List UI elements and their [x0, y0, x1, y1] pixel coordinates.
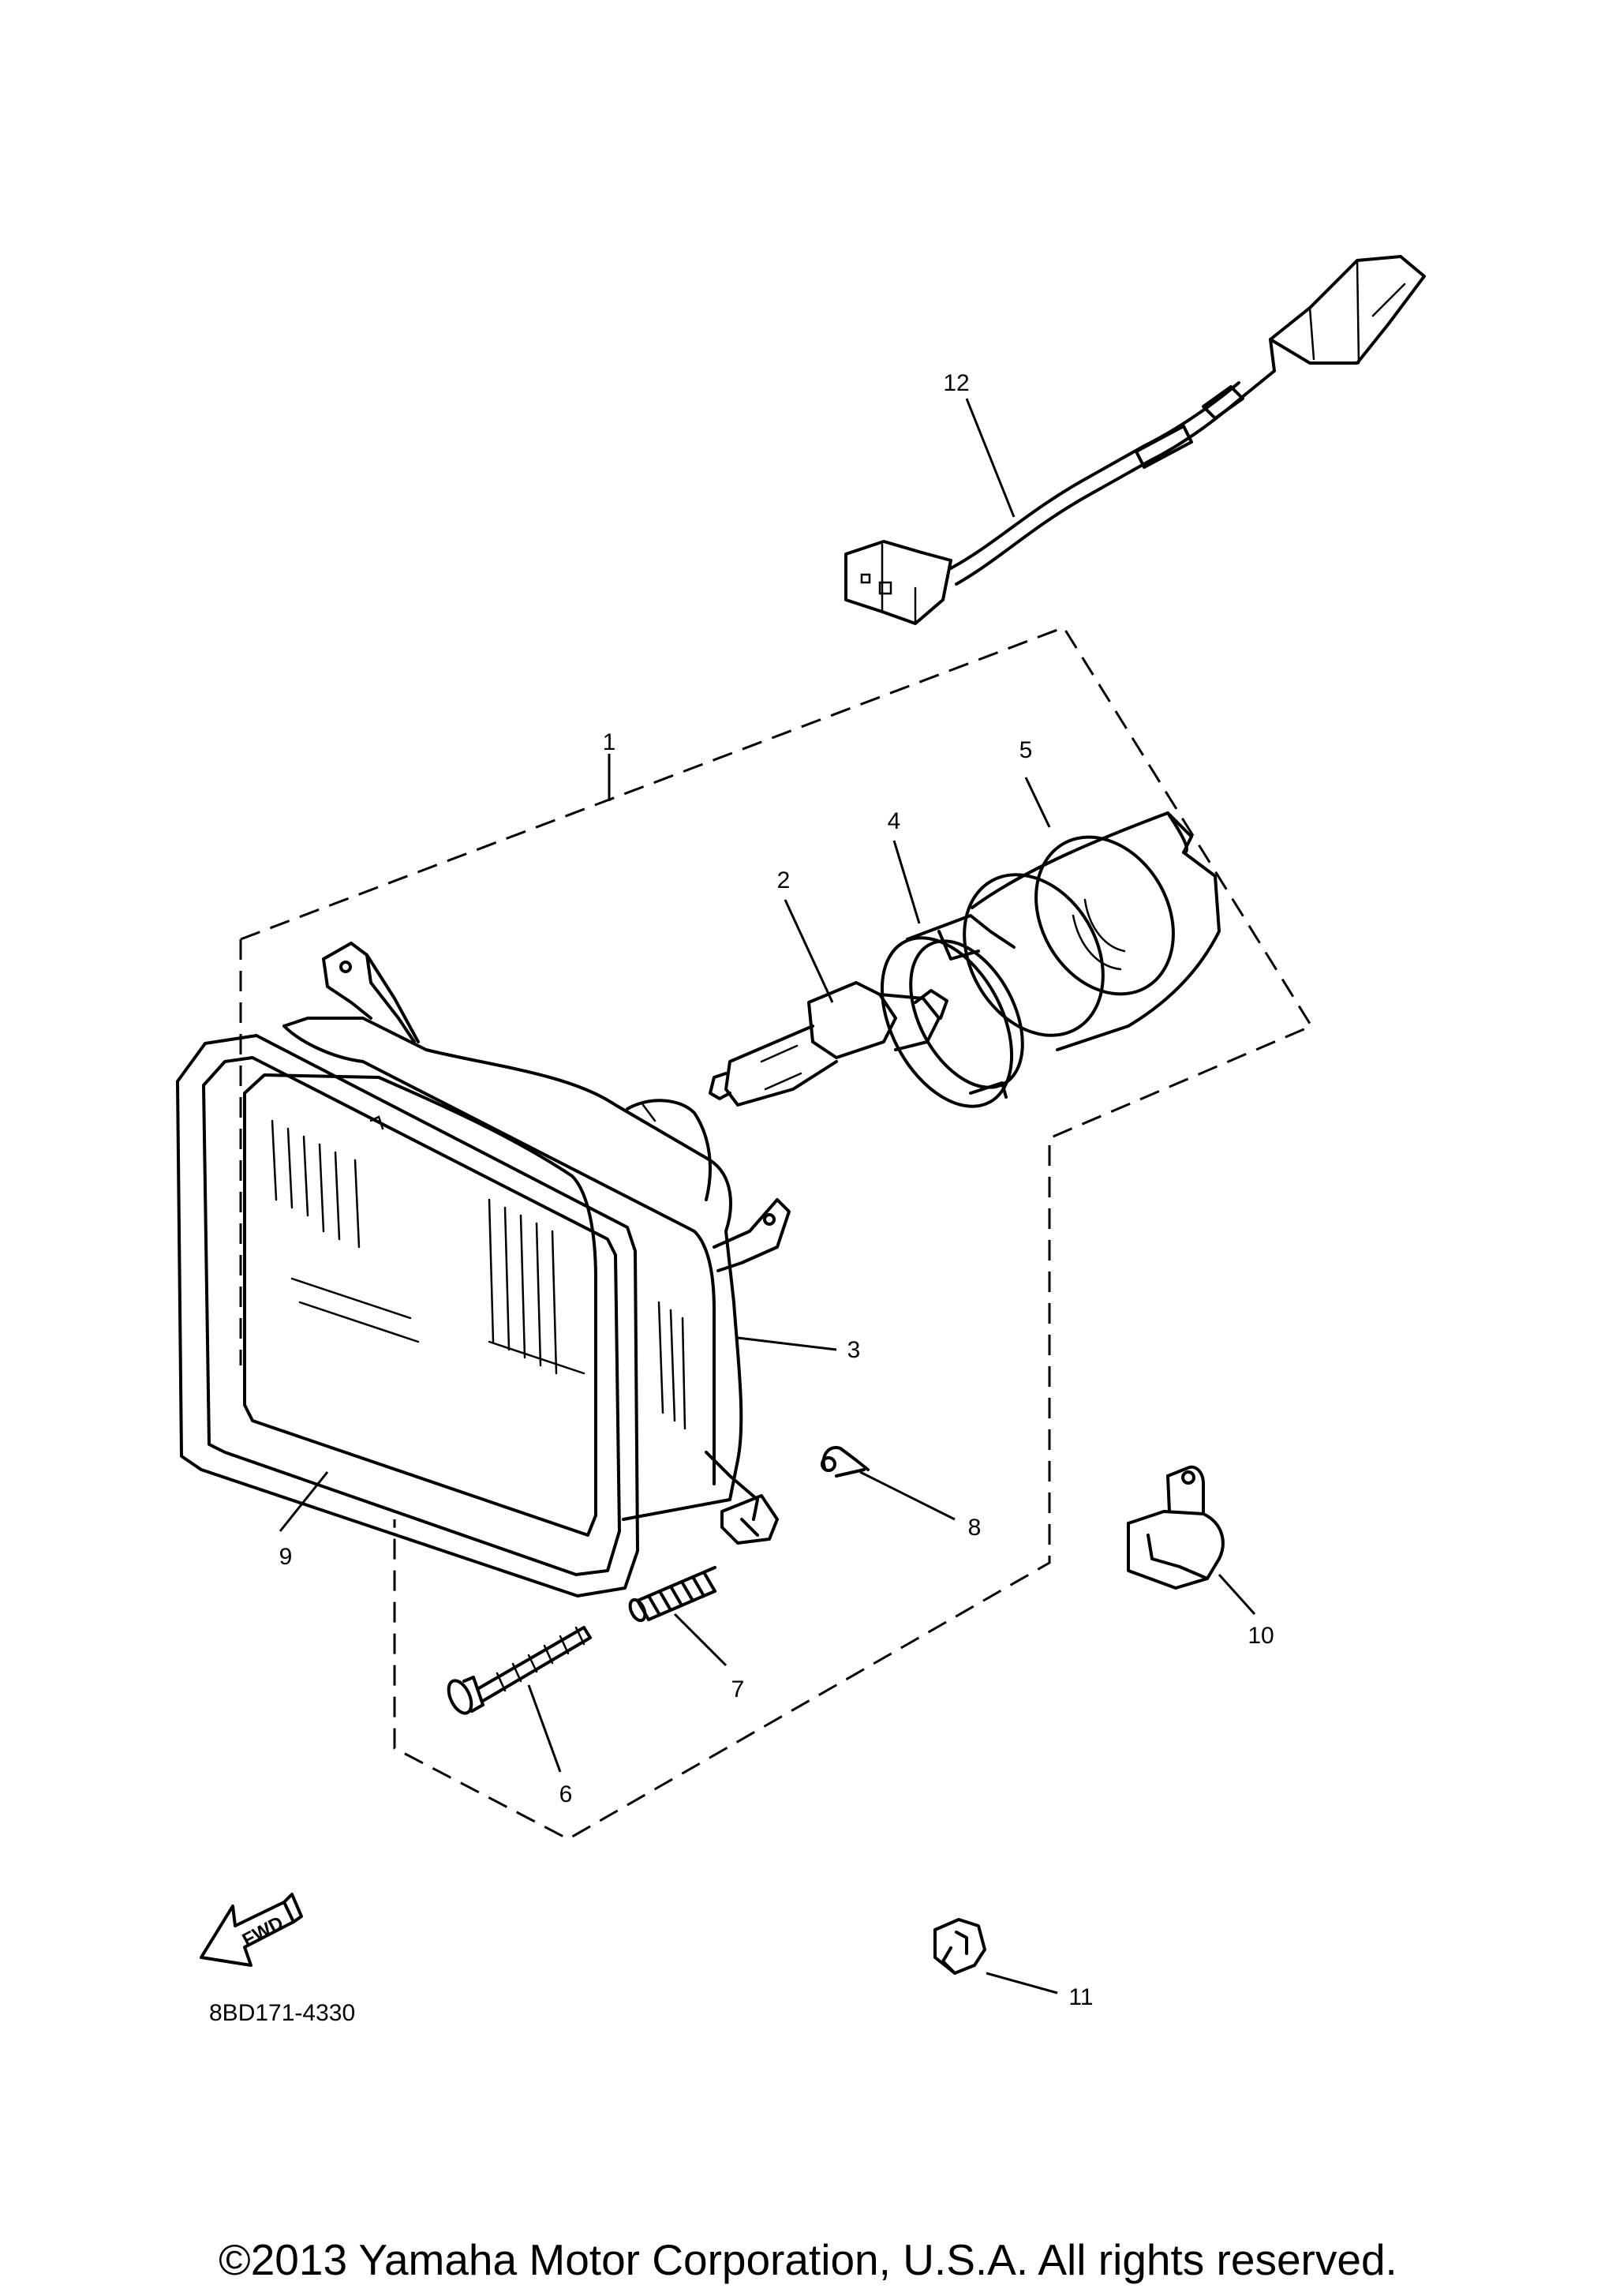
callout-2: 2 — [777, 867, 791, 893]
callout-3: 3 — [847, 1337, 861, 1363]
copyright-notice: ©2013 Yamaha Motor Corporation, U.S.A. A… — [219, 2235, 1397, 2284]
clip-part-11 — [933, 1918, 986, 1975]
screw-part-6 — [447, 1626, 592, 1715]
socket-cover-part-5 — [963, 811, 1221, 1051]
callout-6: 6 — [559, 1781, 573, 1807]
callout-1: 1 — [603, 729, 616, 755]
bulb-holder-part-4 — [880, 914, 1024, 1108]
fwd-arrow: FWD — [200, 1893, 303, 1967]
callout-9: 9 — [279, 1544, 293, 1570]
leader-lines — [279, 398, 1256, 1994]
assembly-boundary — [239, 626, 1314, 1841]
clamp-part-10 — [1127, 1465, 1225, 1590]
callout-7: 7 — [731, 1676, 745, 1702]
figure-code: 8BD171-4330 — [209, 2000, 355, 2026]
rim-part-9 — [176, 1034, 639, 1597]
callout-5: 5 — [1019, 737, 1033, 763]
callout-11: 11 — [1068, 1984, 1093, 2010]
callout-4: 4 — [888, 808, 901, 834]
callout-8: 8 — [968, 1515, 982, 1541]
callout-10: 10 — [1248, 1623, 1274, 1649]
clip-part-8 — [821, 1446, 870, 1478]
bulb-part-2 — [709, 981, 948, 1107]
callout-12: 12 — [943, 370, 969, 396]
spring-part-7 — [628, 1566, 716, 1623]
headlight-housing-part-3 — [282, 942, 791, 1545]
wire-harness-part-12 — [844, 255, 1426, 625]
